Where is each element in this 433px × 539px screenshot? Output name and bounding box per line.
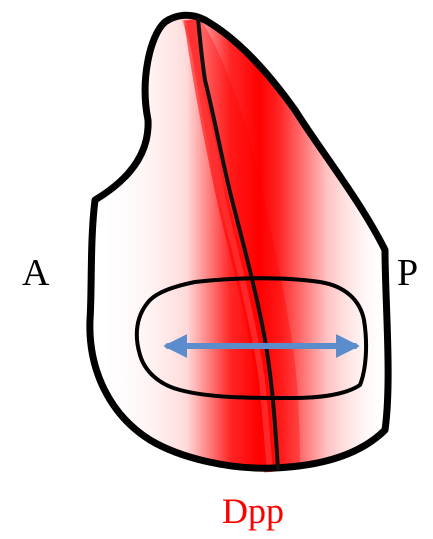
posterior-label: P — [397, 254, 418, 292]
anterior-label: A — [22, 254, 49, 292]
dpp-label: Dpp — [222, 493, 284, 529]
